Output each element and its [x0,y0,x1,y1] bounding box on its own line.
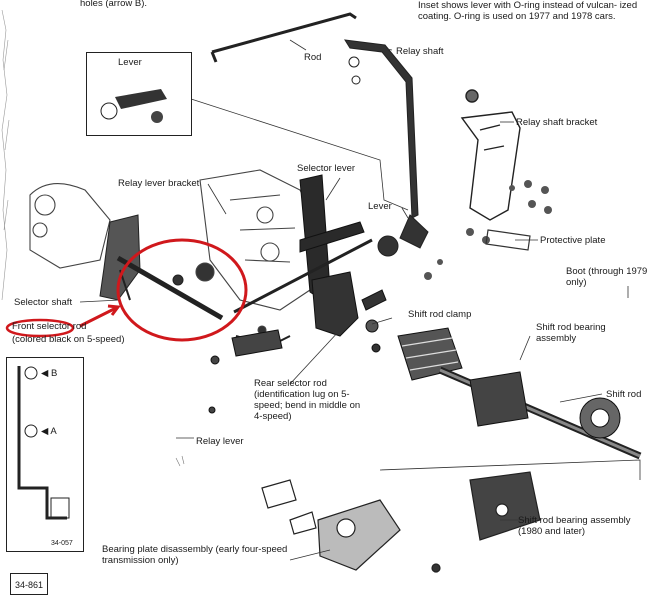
relay-lever-bracket-label: Relay lever bracket [118,178,200,189]
top-right-caption: Inset shows lever with O-ring instead of… [418,0,638,22]
selector-shaft-label: Selector shaft [14,297,73,308]
figure-number-box: 34-861 [10,573,49,595]
shift-rod-label: Shift rod [606,389,642,400]
tick-marks [175,455,185,467]
red-arrow-line [79,306,117,328]
top-left-caption: holes (arrow B). [80,0,148,9]
boot-label: Boot (through 1979 only) [566,266,648,288]
shift-rod-clamp-label: Shift rod clamp [408,309,472,320]
arrow-a-text: A [50,426,57,437]
rod-part [210,12,357,63]
relay-lever-part [208,329,283,414]
red-highlight-annotations [5,238,248,342]
selector-rod-inset-box: ◀ B ◀ A 34-057 [6,357,84,552]
lever-inset-box [86,52,192,136]
boot-part [397,327,463,381]
selector-lever-label: Selector lever [297,163,356,174]
relay-shaft-bracket-label: Relay shaft bracket [516,117,598,128]
red-arrow-head [107,304,121,316]
red-label-highlight [5,318,75,338]
arrow-a-label: ◀ A [41,426,57,437]
protective-plate-label: Protective plate [540,235,606,246]
relay-shaft-part [344,39,429,257]
relay-lever-label: Relay lever [196,436,244,447]
protective-plate-part [485,229,531,251]
rear-selector-rod-label: Rear selector rod (identification lug on… [254,378,361,422]
scan-edge-noise [1,9,10,301]
red-circle-highlight [116,238,248,342]
transmission-housing [29,169,321,335]
arrow-b-label: ◀ B [41,368,58,379]
lever-inset-drawing [100,89,167,123]
selector-rod-inset-drawing [17,366,70,520]
shift-rod-bearing-assembly-later-label: Shift rod bearing assembly (1980 and lat… [518,515,631,537]
relay-shaft-label: Relay shaft [396,46,444,57]
shift-rod-clamp-part [311,271,387,353]
rod-label: Rod [304,52,322,63]
bearing-plate-disassembly-label: Bearing plate disassembly (early four-sp… [102,544,288,566]
bearing-plate-disassembly-part [261,471,541,573]
figure-number: 34-861 [15,580,44,590]
inset-code: 34-057 [51,540,73,547]
lever-inset-label: Lever [118,57,142,68]
leader-lines [79,39,641,561]
arrow-b-text: B [50,368,58,379]
small-hardware [424,180,552,280]
shift-rod-bearing-assembly-part [469,371,621,439]
lever-label: Lever [368,201,392,212]
relay-shaft-bracket-part [460,89,521,221]
shift-rod-bearing-assembly-label: Shift rod bearing assembly [536,322,606,344]
front-selector-rod-note: (colored black on 5-speed) [12,334,125,345]
front-selector-rod-label: Front selector rod [12,321,87,332]
